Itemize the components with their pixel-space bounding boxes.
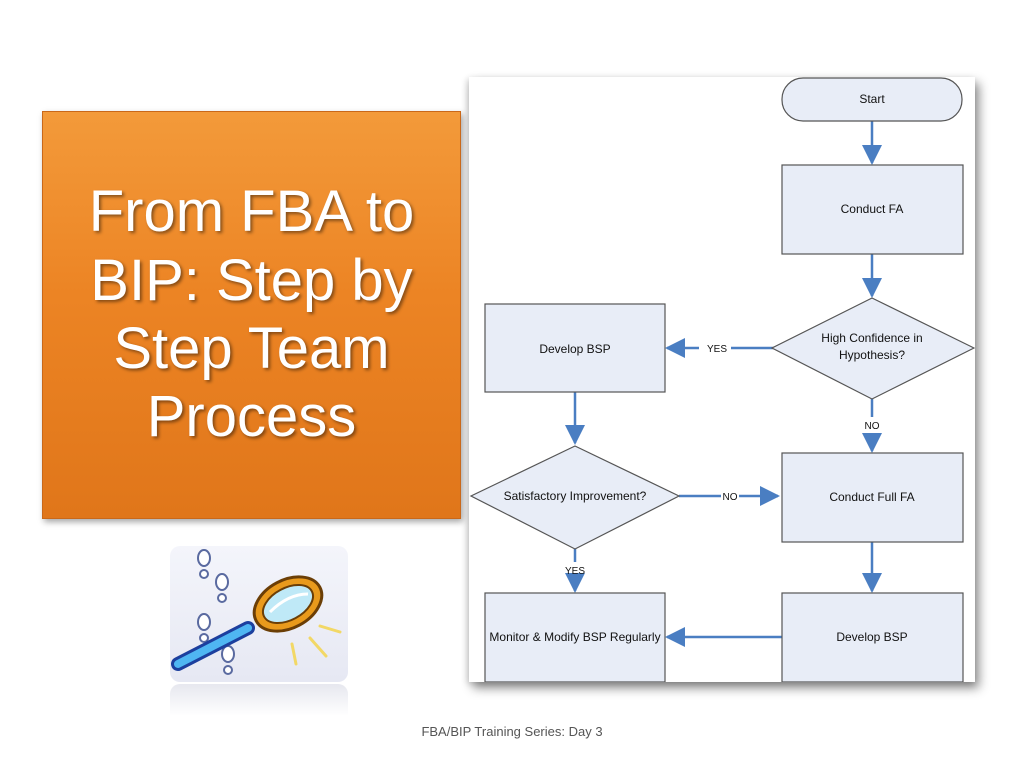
label-conduct-fa: Conduct FA bbox=[841, 202, 904, 216]
flowchart-diagram: Start Conduct FA High Confidence in Hypo… bbox=[469, 77, 975, 682]
slide-title: From FBA to BIP: Step by Step Team Proce… bbox=[69, 178, 435, 452]
title-line-4: Process bbox=[146, 384, 357, 450]
edge-label-yes-confidence: YES bbox=[707, 344, 727, 355]
title-line-2: BIP: Step by bbox=[90, 247, 413, 313]
edge-label-no-satisfactory: NO bbox=[723, 492, 738, 503]
node-develop-bsp-top bbox=[484, 303, 666, 393]
node-start bbox=[781, 77, 963, 122]
magnifier-footprints-icon bbox=[170, 546, 348, 682]
title-line-1: From FBA to bbox=[88, 179, 415, 245]
label-high-confidence-line-1: High Confidence in bbox=[821, 331, 922, 345]
label-conduct-full-fa: Conduct Full FA bbox=[829, 490, 914, 504]
node-high-confidence bbox=[770, 297, 975, 400]
magnifier-footprints-svg bbox=[171, 549, 342, 675]
label-develop-bsp-bottom: Develop BSP bbox=[836, 630, 907, 644]
label-high-confidence-line-2: Hypothesis? bbox=[839, 348, 905, 362]
node-monitor bbox=[484, 592, 666, 682]
flowchart-panel: Start Conduct FA High Confidence in Hypo… bbox=[469, 77, 975, 682]
label-monitor: Monitor & Modify BSP Regularly bbox=[489, 630, 660, 644]
title-box: From FBA to BIP: Step by Step Team Proce… bbox=[42, 111, 461, 519]
label-satisfactory: Satisfactory Improvement? bbox=[504, 489, 647, 503]
node-conduct-fa bbox=[781, 164, 964, 255]
slide-footer: FBA/BIP Training Series: Day 3 bbox=[421, 724, 603, 739]
node-develop-bsp-bottom bbox=[781, 592, 964, 682]
label-start: Start bbox=[859, 92, 885, 106]
edge-label-no-confidence: NO bbox=[865, 421, 880, 432]
title-line-3: Step Team bbox=[113, 316, 390, 381]
clipart-reflection bbox=[170, 684, 348, 716]
node-conduct-full-fa bbox=[781, 452, 964, 543]
label-develop-bsp-top: Develop BSP bbox=[539, 342, 610, 356]
node-satisfactory bbox=[469, 445, 681, 550]
edge-label-yes-satisfactory: YES bbox=[565, 566, 585, 577]
